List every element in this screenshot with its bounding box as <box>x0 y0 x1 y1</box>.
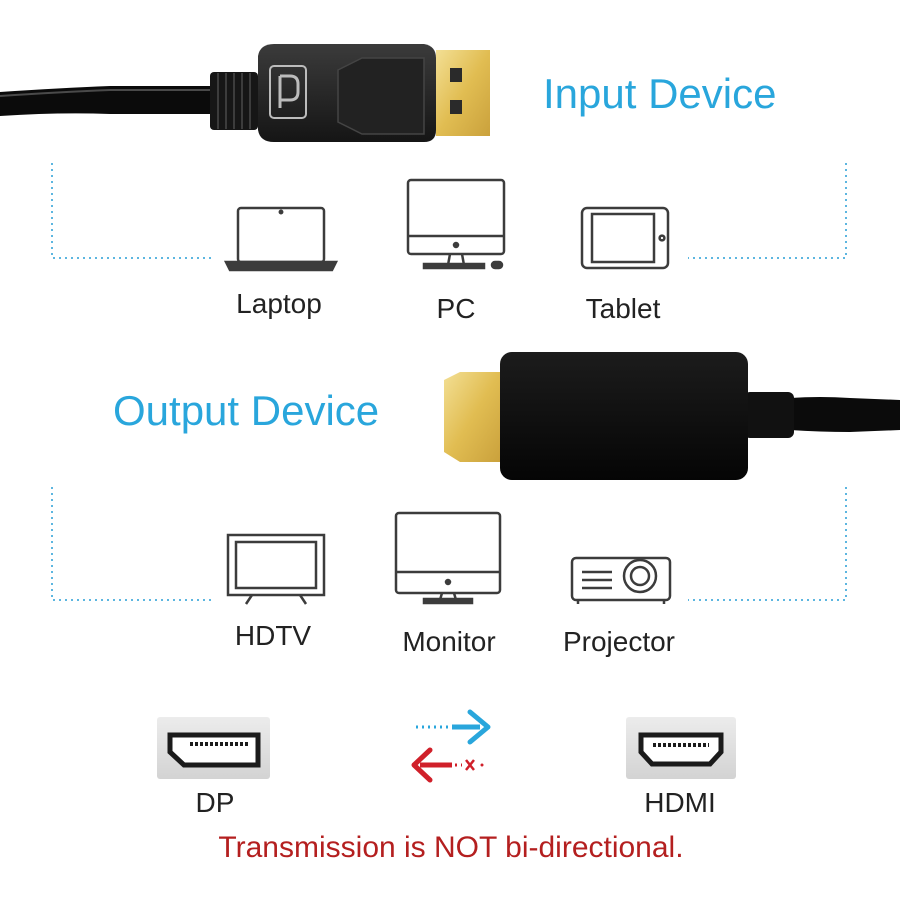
hdmi-connector <box>444 352 900 480</box>
monitor-icon <box>394 511 502 605</box>
projector-icon <box>570 556 672 604</box>
hdmi-port-icon <box>626 717 736 779</box>
hdmi-label: HDMI <box>644 787 716 818</box>
displayport-connector <box>0 44 490 142</box>
output-device-heading: Output Device <box>113 387 379 434</box>
input-device-heading: Input Device <box>543 70 776 117</box>
laptop-label: Laptop <box>236 288 322 319</box>
projector-label: Projector <box>563 626 675 657</box>
hdtv-icon <box>226 533 326 605</box>
forward-arrow-icon <box>416 709 491 745</box>
pc-label: PC <box>437 293 476 324</box>
input-dotted-bracket <box>51 163 847 259</box>
tablet-icon <box>580 206 670 270</box>
bidirectional-warning: Transmission is NOT bi-directional. <box>218 831 683 864</box>
monitor-label: Monitor <box>402 626 495 657</box>
blocked-arrow-icon <box>411 747 484 783</box>
desktop-pc-icon <box>406 178 506 270</box>
hdtv-label: HDTV <box>235 620 312 651</box>
tablet-label: Tablet <box>586 293 661 324</box>
laptop-icon <box>223 206 339 272</box>
dp-label: DP <box>196 787 235 818</box>
dp-port-icon <box>157 717 270 779</box>
output-dotted-bracket <box>51 487 847 601</box>
